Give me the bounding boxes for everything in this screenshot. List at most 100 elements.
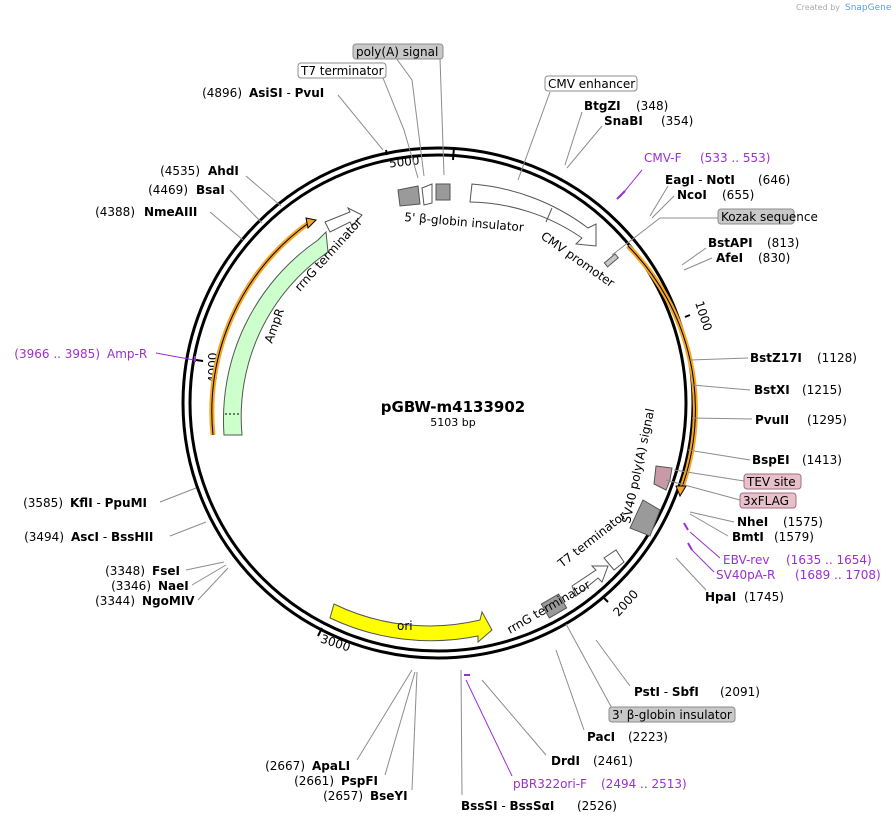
t7-inner-arrow [603, 549, 625, 571]
tick-1000 [684, 314, 691, 318]
primer-ebvrev[interactable]: EBV-rev [723, 553, 769, 567]
primer-cmvf[interactable]: CMV-F [644, 151, 682, 165]
leader-bspei [687, 449, 751, 461]
leader-ncoi [651, 195, 675, 219]
enzyme-bmti[interactable]: BmtI [732, 530, 764, 544]
credit-text: Created by [796, 3, 840, 12]
enzyme-hpai[interactable]: HpaI [705, 590, 736, 604]
leader-tev [673, 469, 745, 482]
leader-apali [356, 669, 413, 761]
enzyme-ncoi-pos: (655) [722, 188, 754, 202]
tick-3000 [317, 627, 323, 637]
leader-hpai [675, 557, 707, 591]
orf-left-arrowhead [305, 217, 318, 230]
enzyme-nmeaiii[interactable]: NmeAIII [144, 205, 197, 219]
primer-sv40par[interactable]: SV40pA-R [716, 568, 775, 582]
leader-paci [555, 649, 585, 731]
enzyme-btgzi-pos: (348) [636, 99, 668, 113]
globin5-label: 5' β-globin insulator [404, 210, 525, 234]
enzyme-bstxi[interactable]: BstXI [754, 383, 790, 397]
primer-pbr322orif-range: (2494 .. 2513) [601, 777, 687, 791]
globin5-box-2 [435, 183, 451, 201]
enzyme-bseyi[interactable]: BseYI [370, 789, 408, 803]
leader-kozak [611, 217, 720, 256]
cmv-promoter-arrow [469, 183, 597, 247]
enzyme-btgzi[interactable]: BtgZI [584, 99, 621, 113]
enzyme-kfli-pos: (3585) [23, 496, 63, 510]
enzyme-drdi-pos: (2461) [593, 754, 633, 768]
enzyme-snabi-pos: (354) [661, 114, 693, 128]
leader-cmvenh [517, 91, 551, 181]
polya-box-text: poly(A) signal [356, 45, 438, 59]
enzyme-bstz17i[interactable]: BstZ17I [750, 351, 802, 365]
enzyme-bstapi[interactable]: BstAPI [708, 236, 753, 250]
tick-label-1000: 1000 [692, 299, 715, 332]
leader-polya-2 [439, 57, 445, 176]
globin5-box-1 [397, 185, 421, 207]
enzyme-bstxi-pos: (1215) [802, 383, 842, 397]
box-label-cmvenh: CMV enhancer [544, 75, 638, 92]
enzyme-pvuii-pos: (1295) [807, 413, 847, 427]
enzyme-apali[interactable]: ApaLI [312, 759, 350, 773]
tev-flag-feature [653, 465, 673, 491]
enzyme-nhei-pos: (1575) [783, 515, 823, 529]
enzyme-afei[interactable]: AfeI [716, 251, 743, 265]
enzyme-hpai-pos: (1745) [744, 590, 784, 604]
box-label-tev: TEV site [743, 473, 802, 490]
plasmid-title: pGBW-m4133902 [381, 398, 525, 416]
enzyme-paci[interactable]: PacI [587, 730, 615, 744]
flag-box-text: 3xFLAG [743, 494, 789, 508]
enzyme-snabi[interactable]: SnaBI [604, 114, 643, 128]
leader-bstxi [691, 384, 751, 391]
enzyme-ahdi-pos: (4535) [160, 164, 200, 178]
plasmid-length: 5103 bp [430, 416, 475, 429]
enzyme-psti[interactable]: PstI - SbfI [634, 685, 699, 699]
enzyme-pspfi[interactable]: PspFI [341, 774, 378, 788]
enzyme-drdi[interactable]: DrdI [551, 754, 580, 768]
kozak-box [603, 253, 619, 268]
cmv-divider [545, 207, 553, 223]
enzyme-naei[interactable]: NaeI [158, 579, 189, 593]
enzyme-paci-pos: (2223) [628, 730, 668, 744]
tick-5000 [385, 149, 388, 156]
leader-kfli [159, 487, 197, 503]
enzyme-bspei[interactable]: BspEI [752, 453, 790, 467]
globin5-arrow [421, 183, 433, 206]
enzyme-nhei[interactable]: NheI [737, 515, 768, 529]
leader-primer-sv40par [691, 549, 715, 573]
leader-bsssi [460, 669, 463, 796]
enzyme-bsai[interactable]: BsaI [196, 183, 225, 197]
enzyme-ahdi[interactable]: AhdI [208, 164, 239, 178]
enzyme-asisi[interactable]: AsiSI - PvuI [249, 86, 324, 100]
primer-cmvf-range: (533 .. 553) [700, 151, 770, 165]
enzyme-ngomiv[interactable]: NgoMIV [142, 594, 195, 608]
leader-bstz17i [689, 357, 749, 361]
enzyme-eagi[interactable]: EagI - NotI [665, 173, 735, 187]
enzyme-bsssi[interactable]: BssSI - BssSαI [461, 799, 554, 813]
enzyme-bmti-pos: (1579) [774, 530, 814, 544]
leader-fsei [185, 561, 225, 571]
leader-asisi [337, 94, 384, 151]
primer-ampr-range: (3966 .. 3985) [14, 347, 100, 361]
leader-snabi [566, 125, 603, 169]
enzyme-bspei-pos: (1413) [802, 453, 842, 467]
box-label-kozak: Kozak sequence [717, 208, 818, 225]
cmvenh-box-text: CMV enhancer [548, 77, 635, 91]
enzyme-fsei-pos: (3348) [105, 564, 145, 578]
primer-ampr[interactable]: Amp-R [107, 347, 147, 361]
enzyme-naei-pos: (3346) [111, 579, 151, 593]
enzyme-asci[interactable]: AscI - BssHII [71, 530, 153, 544]
enzyme-kfli[interactable]: KflI - PpuMI [70, 496, 147, 510]
primer-pbr322orif[interactable]: pBR322ori-F [513, 777, 587, 791]
box-label-polya: poly(A) signal [352, 43, 444, 60]
leader-psti [595, 639, 631, 687]
enzyme-pvuii[interactable]: PvuII [755, 413, 789, 427]
leader-btgzi [564, 111, 583, 166]
leader-pspfi [384, 671, 416, 776]
leader-bstapi [681, 247, 707, 266]
primer-sv40par-range: (1689 .. 1708) [795, 568, 881, 582]
enzyme-fsei[interactable]: FseI [152, 564, 180, 578]
leader-pvuii [691, 417, 753, 420]
enzyme-afei-pos: (830) [758, 251, 790, 265]
enzyme-ncoi[interactable]: NcoI [677, 188, 707, 202]
